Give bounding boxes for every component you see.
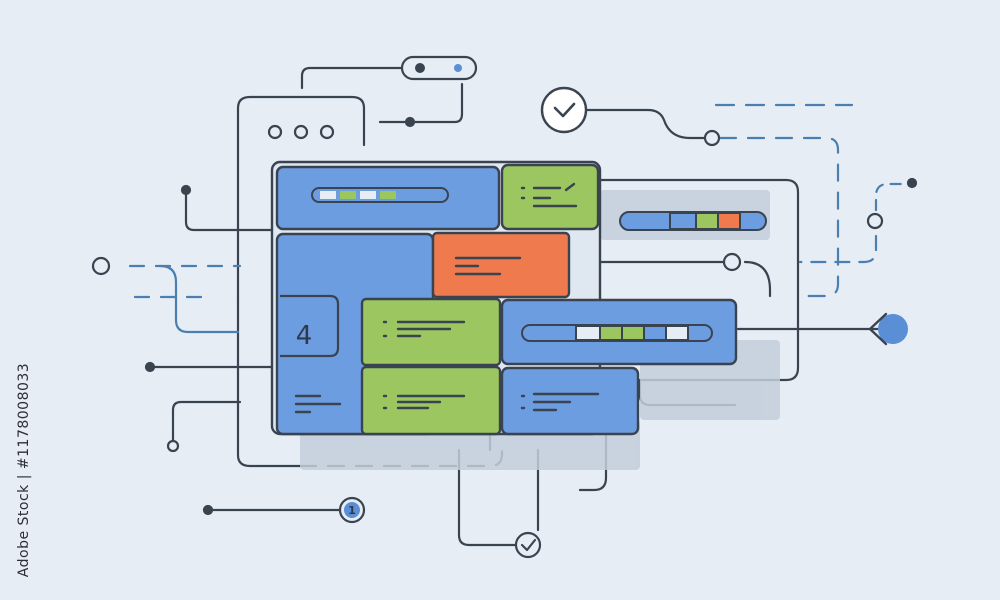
node-circle <box>91 256 111 276</box>
node-circle <box>722 252 742 272</box>
number-badge: 1 <box>338 496 366 524</box>
number-panel: 4 <box>280 294 340 358</box>
node-circle <box>703 129 721 147</box>
top-window-outline <box>236 95 366 302</box>
node-circle <box>202 504 214 516</box>
orange-panel <box>431 231 571 299</box>
node-circle <box>866 212 884 230</box>
check-circle-icon <box>540 86 588 134</box>
node-circle <box>404 116 416 128</box>
node-circle <box>906 177 918 189</box>
connector-nodes <box>91 116 918 516</box>
panel-number: 4 <box>296 321 313 351</box>
node-circle <box>166 439 180 453</box>
green-panel-bottom <box>360 365 502 436</box>
green-panel-middle <box>360 297 502 367</box>
window-dots-icon <box>267 124 335 140</box>
node-circle <box>144 361 156 373</box>
arrow-node-icon <box>868 312 908 346</box>
check-node-icon <box>514 531 542 559</box>
progress-bars <box>311 187 767 342</box>
text-placeholders <box>294 182 600 414</box>
side-identifier-text: Adobe Stock | #1178008033 <box>16 362 32 578</box>
dashboard-frame <box>270 160 738 436</box>
node-circle <box>180 184 192 196</box>
badge-number: 1 <box>348 504 356 517</box>
toggle-switch-icon <box>400 55 478 81</box>
